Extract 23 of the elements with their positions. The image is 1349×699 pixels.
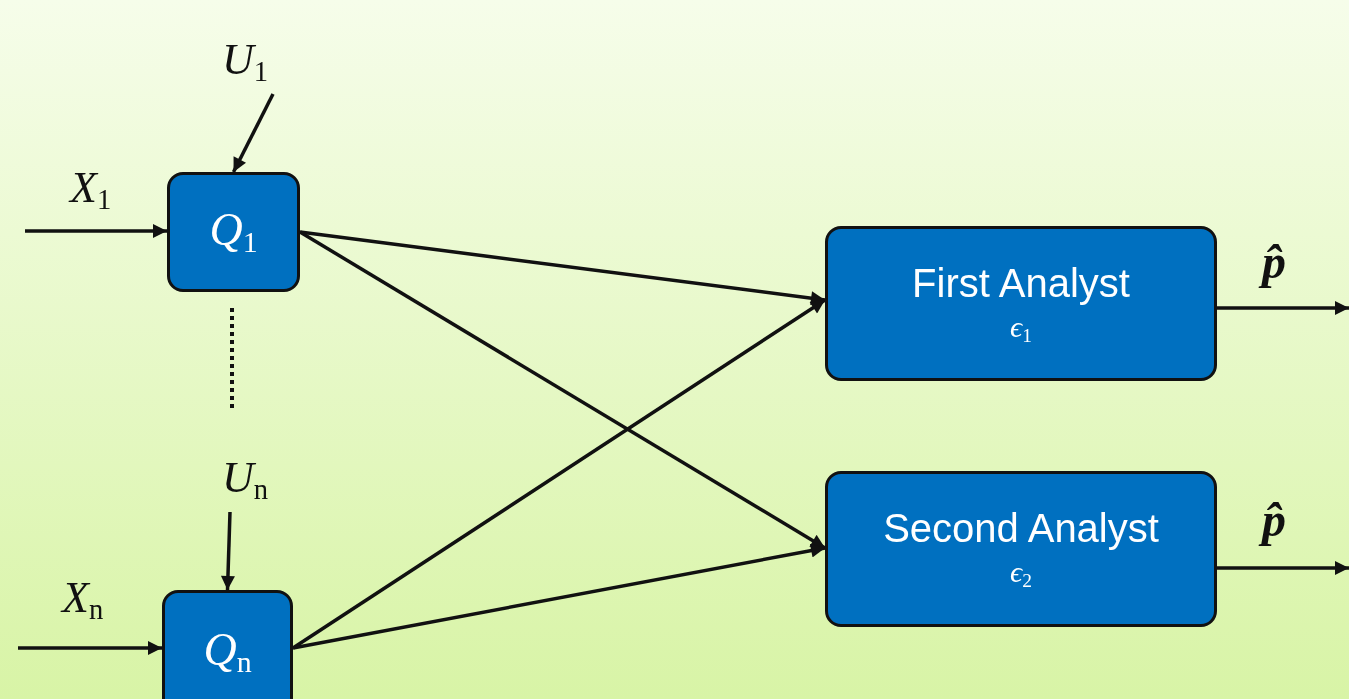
box-subtitle: ϵ$_{1}$ — [1010, 308, 1032, 348]
arrow — [299, 230, 826, 550]
arrow — [1217, 301, 1349, 315]
arrow — [231, 93, 275, 173]
arrow — [1217, 561, 1349, 575]
box-title: Second Analyst — [883, 505, 1159, 553]
arrow — [292, 543, 826, 650]
input-label: U$_{n}$ — [200, 456, 290, 512]
arrow — [18, 641, 162, 655]
process-box — [825, 226, 1217, 381]
process-box — [167, 172, 300, 292]
edge-label: X$_{n}$ — [62, 576, 104, 625]
arrow — [220, 511, 235, 591]
process-box — [825, 471, 1217, 627]
arrow — [25, 224, 167, 238]
edge-label: X$_{1}$ — [70, 166, 112, 215]
box-title: First Analyst — [912, 259, 1130, 307]
process-box — [162, 590, 293, 699]
box-label: Q$_{1}$ — [209, 206, 258, 258]
box-subtitle: ϵ$_{2}$ — [1010, 554, 1032, 594]
arrow — [299, 230, 826, 306]
input-label: U$_{1}$ — [205, 38, 285, 94]
box-label: Q$_{n}$ — [203, 627, 252, 678]
